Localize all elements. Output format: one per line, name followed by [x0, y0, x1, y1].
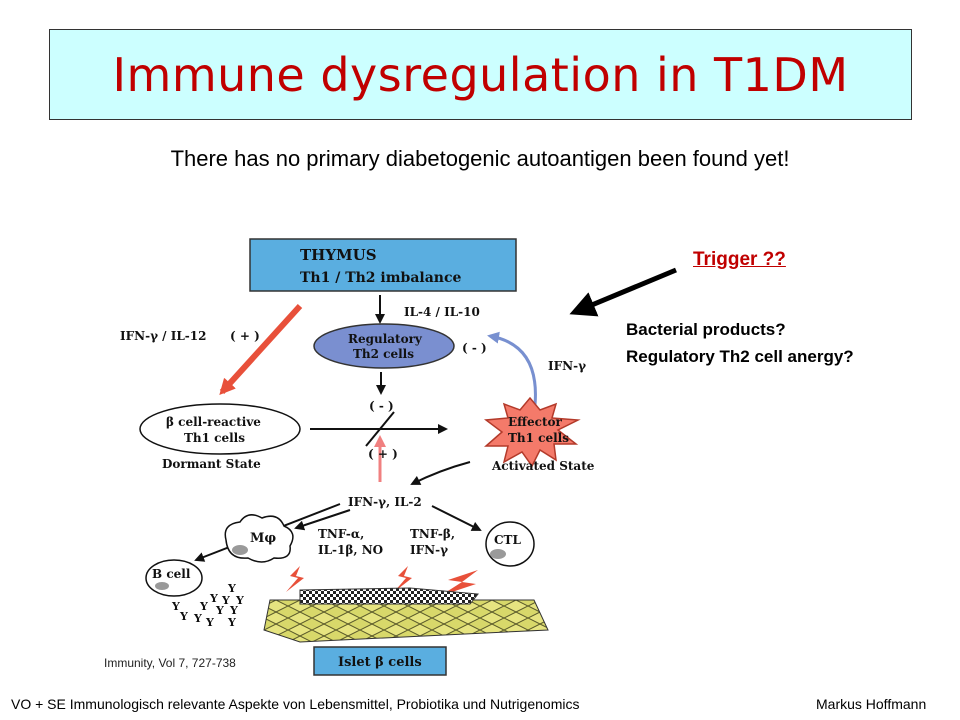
blocked-slash [365, 411, 395, 447]
antibody-glyph: Y [221, 594, 230, 607]
ctl-nucleus [490, 549, 506, 559]
footer-author: Markus Hoffmann [816, 696, 927, 712]
cytokine-to-ctl-arrow [431, 505, 482, 531]
lightning-bolt-mid [394, 566, 412, 592]
il4-il10-label: IL-4 / IL-10 [404, 305, 480, 319]
thymus-imbalance-label: Th1 / Th2 imbalance [300, 270, 461, 286]
regulatory-th2-ellipse [313, 323, 455, 369]
dormant-state-label: Dormant State [162, 457, 261, 471]
lightning-bolt-left [286, 566, 304, 592]
ctl-label: CTL [494, 533, 521, 547]
antibody-glyph: Y [215, 604, 224, 617]
antibody-glyph: Y [227, 616, 236, 629]
blue-ifn-arrow [487, 331, 537, 406]
lightning-bolt-right [440, 570, 478, 596]
effector-label: Effector [508, 415, 562, 429]
thymus-label: THYMUS [300, 246, 377, 264]
ifn-il12-label: IFN-γ / IL-12 [120, 329, 206, 343]
cause-list: Bacterial products? Regulatory Th2 cell … [626, 316, 854, 370]
activated-state-label: Activated State [491, 459, 595, 473]
cause-bacterial: Bacterial products? [626, 320, 786, 339]
ifn-il2-label: IFN-γ, IL-2 [348, 495, 422, 509]
antibody-glyph: Y [229, 604, 238, 617]
tnf-beta-label: TNF-β, [410, 527, 455, 541]
footer-course: VO + SE Immunologisch relevante Aspekte … [11, 696, 580, 712]
slide-subtitle: There has no primary diabetogenic autoan… [170, 146, 790, 171]
minus-right-label: ( - ) [462, 341, 487, 355]
islet-infiltrate [299, 587, 479, 605]
plus-left-label: ( + ) [230, 329, 260, 343]
regulatory-label: Regulatory [348, 332, 423, 346]
minus-mid-label: ( - ) [369, 399, 394, 413]
islet-beta-box [313, 646, 447, 676]
cause-anergy: Regulatory Th2 cell anergy? [626, 347, 854, 366]
effector-th1-label: Th1 cells [508, 431, 569, 445]
cytokine-to-mphi-arrow [294, 509, 351, 531]
activated-to-cytokine-arrow [410, 461, 471, 485]
macrophage-nucleus [232, 545, 248, 555]
antibody-glyph: Y [235, 594, 244, 607]
islet-tissue [263, 599, 549, 643]
citation: Immunity, Vol 7, 727-738 [104, 656, 236, 670]
effector-th1-star [483, 396, 581, 468]
antibody-glyph: Y [193, 612, 202, 625]
thymus-box [249, 238, 517, 292]
antibody-cluster: Y Y Y Y Y Y Y Y Y Y Y Y [171, 582, 244, 629]
beta-th1-ellipse [139, 403, 301, 455]
b-cell-nucleus [155, 582, 169, 590]
antibody-glyph: Y [209, 592, 218, 605]
antibody-glyph: Y [171, 600, 180, 613]
antibody-glyph: Y [227, 582, 236, 595]
beta-cell-reactive-label: β cell-reactive [166, 415, 261, 429]
red-th1-arrow [219, 303, 303, 395]
trigger-arrow [569, 267, 677, 317]
ifn-gamma-lower-label: IFN-γ [410, 543, 448, 557]
beta-th1-label: Th1 cells [184, 431, 245, 445]
plus-mid-label: ( + ) [368, 447, 398, 461]
title-box: Immune dysregulation in T1DM [49, 29, 912, 120]
tnf-alpha-label: TNF-α, [318, 527, 364, 541]
regulatory-th2-label: Th2 cells [353, 347, 414, 361]
mphi-label: Mφ [250, 531, 276, 546]
trigger-label: Trigger ?? [693, 249, 786, 270]
antibody-glyph: Y [205, 616, 214, 629]
ifn-gamma-label: IFN-γ [548, 359, 586, 373]
b-cell-label: B cell [152, 567, 191, 581]
il1-no-label: IL-1β, NO [318, 543, 383, 557]
antibody-glyph: Y [199, 600, 208, 613]
antibody-glyph: Y [179, 610, 188, 623]
slide-title: Immune dysregulation in T1DM [112, 47, 849, 102]
islet-beta-label: Islet β cells [338, 655, 422, 670]
